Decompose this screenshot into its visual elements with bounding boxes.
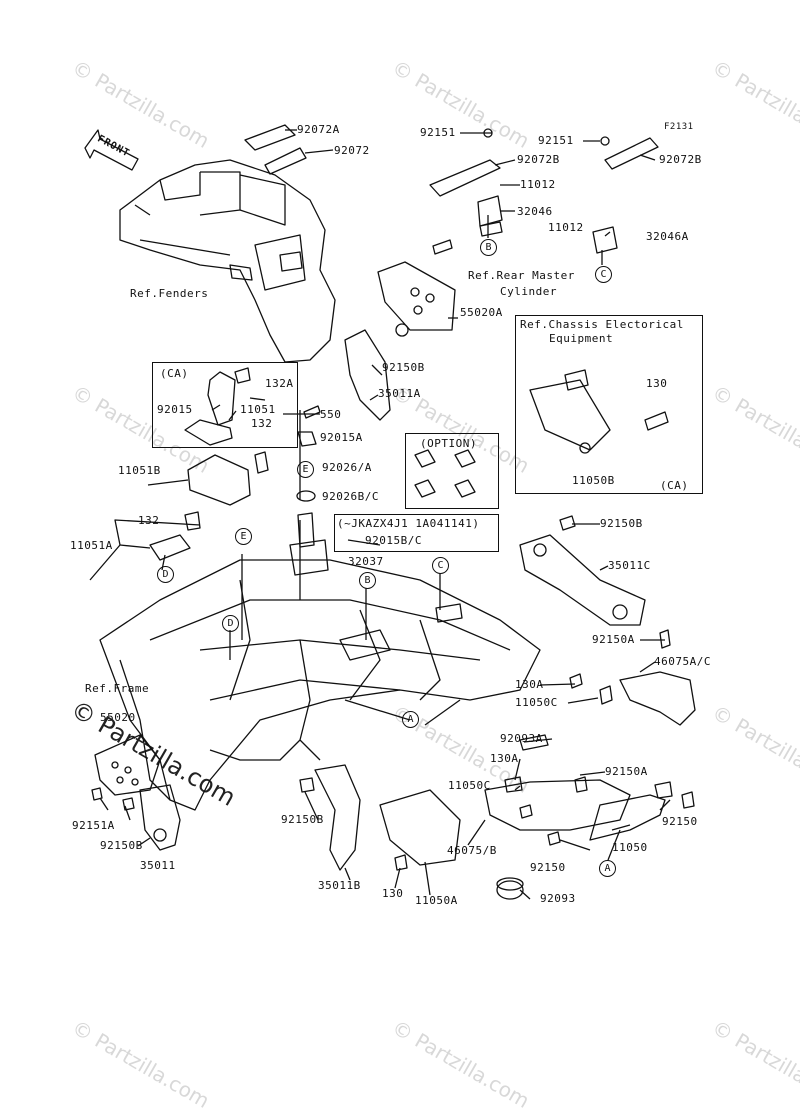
part-label: 92150	[662, 815, 698, 828]
rear-fender-shape	[119, 159, 336, 363]
part-label: 130A	[490, 752, 519, 765]
part-label: 550	[320, 408, 342, 421]
part-label: 11012	[520, 178, 556, 191]
part-label: 92072A	[297, 123, 340, 136]
part-label: 92072B	[517, 153, 560, 166]
part-label: 92072	[334, 144, 370, 157]
part-label: 92150B	[281, 813, 324, 826]
callout-a: A	[599, 860, 616, 877]
part-label: 92026B/C	[322, 490, 379, 503]
part-label: 46075A/C	[654, 655, 711, 668]
part-label: 92151A	[72, 819, 115, 832]
part-label: 92015	[157, 403, 193, 416]
part-label: 32046	[517, 205, 553, 218]
part-label: 132	[251, 417, 273, 430]
ref-frame-label: Ref.Frame	[85, 682, 150, 695]
part-label: 92015B/C	[365, 534, 422, 547]
part-label: 92093A	[500, 732, 543, 745]
front-arrow-icon	[84, 129, 139, 171]
frame-shape	[99, 559, 541, 811]
ref-rear-master-label-2: Cylinder	[500, 285, 557, 298]
ref-fenders-label: Ref.Fenders	[130, 287, 209, 300]
diagram-code: F2131	[664, 122, 694, 132]
part-label: 11050C	[448, 779, 491, 792]
part-label: 92150B	[600, 517, 643, 530]
part-label: 11051A	[70, 539, 113, 552]
ref-chassis-label-2: Equipment	[549, 332, 614, 345]
part-label: 92151	[420, 126, 456, 139]
serial-box	[334, 514, 499, 552]
callout-a: A	[402, 711, 419, 728]
callout-b: B	[359, 572, 376, 589]
callout-d: D	[157, 566, 174, 583]
part-label: 11051B	[118, 464, 161, 477]
part-label: 92150A	[605, 765, 648, 778]
part-label: 35011	[140, 859, 176, 872]
part-label: 92026/A	[322, 461, 372, 474]
part-label: 11050	[612, 841, 648, 854]
callout-e: E	[297, 461, 314, 478]
part-label: 92150	[530, 861, 566, 874]
part-label: 130	[646, 377, 668, 390]
option-box	[405, 433, 499, 509]
ref-chassis-label: Ref.Chassis Electorical	[520, 318, 684, 331]
part-label: 92072B	[659, 153, 702, 166]
part-label: 92150B	[382, 361, 425, 374]
ca-box-left	[152, 362, 298, 448]
part-label: 32046A	[646, 230, 689, 243]
part-label: 130	[382, 887, 404, 900]
option-label: (OPTION)	[420, 437, 477, 450]
part-label: 35011B	[318, 879, 361, 892]
part-label: 35011C	[608, 559, 651, 572]
part-label: 55020	[100, 711, 136, 724]
part-label: 11051	[240, 403, 276, 416]
callout-c: C	[595, 266, 612, 283]
callout-d: D	[222, 615, 239, 632]
serial-label: (~JKAZX4J1 1A041141)	[337, 517, 480, 530]
callout-e: E	[235, 528, 252, 545]
part-label: 11012	[548, 221, 584, 234]
part-label: 32037	[348, 555, 384, 568]
parts-diagram: © Partzilla.com © Partzilla.com © Partzi…	[66, 55, 800, 1113]
part-label: 130A	[515, 678, 544, 691]
part-label: 92015A	[320, 431, 363, 444]
part-label: 92151	[538, 134, 574, 147]
part-label: 92150B	[100, 839, 143, 852]
part-label: 92150A	[592, 633, 635, 646]
ref-rear-master-label: Ref.Rear Master	[468, 269, 575, 282]
part-label: 11050A	[415, 894, 458, 907]
chassis-electrical-box	[515, 315, 703, 494]
part-label: 132A	[265, 377, 294, 390]
callout-c: C	[432, 557, 449, 574]
callout-b: B	[480, 239, 497, 256]
part-label: 46075/B	[447, 844, 497, 857]
part-label: 132	[138, 514, 160, 527]
part-label: 11050C	[515, 696, 558, 709]
part-label: 92093	[540, 892, 576, 905]
part-label: 35011A	[378, 387, 421, 400]
line-art	[84, 124, 696, 900]
part-label: 55020A	[460, 306, 503, 319]
part-label: 11050B	[572, 474, 615, 487]
ca-label: (CA)	[160, 367, 189, 380]
ca-label: (CA)	[660, 479, 689, 492]
